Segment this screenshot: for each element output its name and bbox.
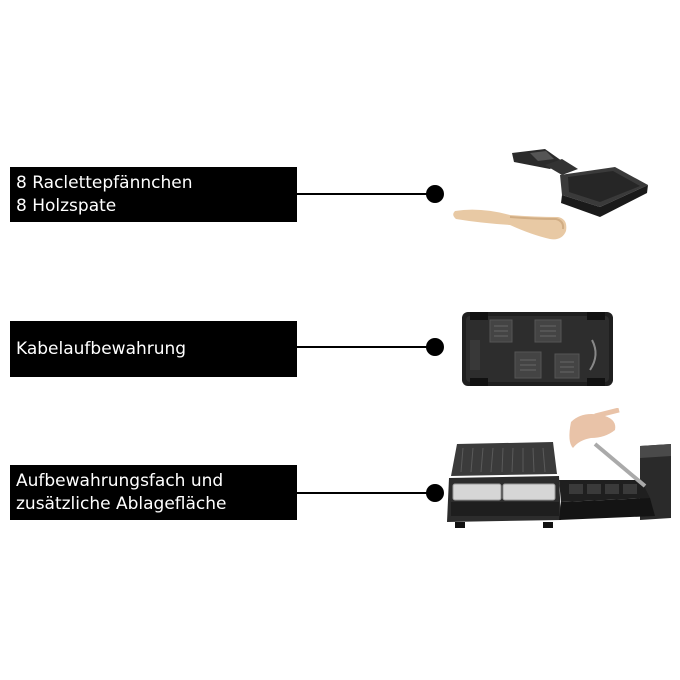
raclette-pan-and-spatula-icon <box>453 149 648 240</box>
feature-label-cable-storage: Kabelaufbewahrung <box>10 321 297 377</box>
feature-label-storage-drawer: Aufbewahrungsfach und zusätzliche Ablage… <box>10 465 297 520</box>
feature-label-line: 8 Raclettepfännchen <box>16 172 193 193</box>
connector-line <box>297 193 433 195</box>
connector-dot <box>426 185 444 203</box>
feature-label-line: Kabelaufbewahrung <box>16 338 187 359</box>
connector-dot <box>426 338 444 356</box>
storage-drawer-icon <box>447 408 671 528</box>
cable-storage-underside-icon <box>462 312 613 386</box>
feature-label-line: zusätzliche Ablagefläche <box>16 493 227 514</box>
connector-line <box>297 492 433 494</box>
connector-dot <box>426 484 444 502</box>
connector-line <box>297 346 433 348</box>
feature-label-line: 8 Holzspate <box>16 195 117 216</box>
feature-label-line: Aufbewahrungsfach und <box>16 470 224 491</box>
feature-label-pans: 8 Raclettepfännchen 8 Holzspate <box>10 167 297 222</box>
